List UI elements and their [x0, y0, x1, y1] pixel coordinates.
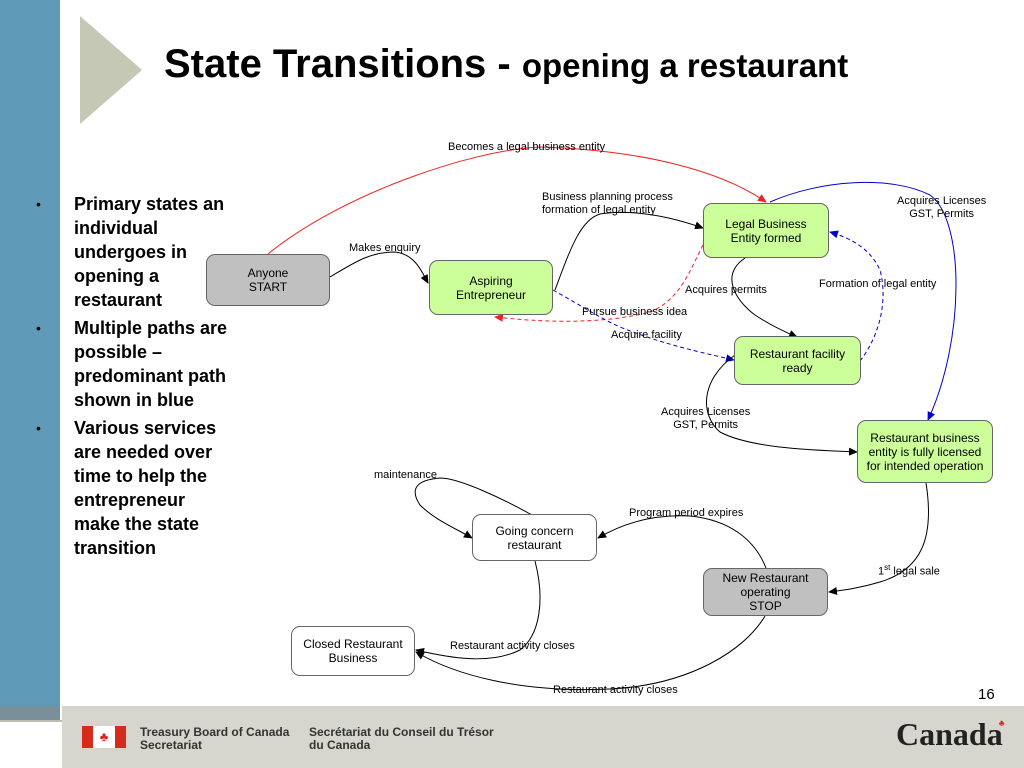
- label-pursue-idea: Pursue business idea: [582, 306, 688, 318]
- edge-program-expires: [597, 515, 767, 569]
- edge-formation-legal: [829, 230, 884, 362]
- edge-acquires-licenses-mid: [706, 354, 858, 456]
- label-business-planning: Business planning process formation of l…: [542, 191, 673, 216]
- edge-becomes-legal: [267, 146, 767, 255]
- edge-pursue-idea: [494, 244, 704, 322]
- bullet-item: • Various services are needed over time t…: [36, 416, 236, 560]
- canada-wordmark: Canada♣: [896, 716, 1005, 753]
- label-acquires-licenses-mid: Acquires Licenses GST, Permits: [661, 406, 751, 431]
- first-sale-superscript: st: [884, 563, 891, 572]
- treasury-board-english: Treasury Board of Canada Secretariat: [140, 725, 290, 752]
- state-closed-restaurant: Closed Restaurant Business: [291, 626, 415, 676]
- treasury-board-french: Secrétariat du Conseil du Trésor du Cana…: [309, 725, 494, 752]
- edge-acquires-licenses-top: [769, 181, 957, 421]
- label-acquires-licenses-top: Acquires Licenses GST, Permits: [897, 195, 987, 220]
- page-number: 16: [978, 686, 995, 703]
- edge-activity-closes-1: [415, 560, 541, 660]
- canada-wordmark-flag-icon: ♣: [998, 718, 1005, 728]
- maple-leaf-icon: ♣: [93, 726, 115, 748]
- bullet-glyph: •: [36, 420, 41, 436]
- label-first-legal-sale: 1st legal sale: [878, 548, 940, 579]
- first-sale-number: 1: [878, 565, 885, 578]
- edge-first-legal-sale: [828, 482, 929, 595]
- label-maintenance: maintenance: [374, 469, 437, 481]
- bullet-list: • Primary states an individual undergoes …: [36, 192, 236, 564]
- label-activity-closes-2: Restaurant activity closes: [553, 684, 678, 696]
- bullet-item: • Multiple paths are possible – predomina…: [36, 316, 236, 412]
- label-acquires-permits: Acquires permits: [685, 284, 767, 296]
- bullet-text: Multiple paths are possible – predominan…: [74, 318, 228, 410]
- edge-maintenance: [414, 477, 533, 539]
- edge-acquire-facility: [552, 289, 735, 363]
- bullet-text: Various services are needed over time to…: [74, 418, 217, 558]
- state-going-concern: Going concern restaurant: [472, 514, 597, 561]
- slide-title: State Transitions - opening a restaurant: [164, 42, 848, 87]
- label-becomes-legal: Becomes a legal business entity: [448, 141, 606, 153]
- label-makes-enquiry: Makes enquiry: [349, 242, 421, 254]
- chevron-arrow-icon: [80, 16, 142, 124]
- edge-makes-enquiry: [329, 251, 429, 284]
- bullet-item: • Primary states an individual undergoes …: [36, 192, 236, 312]
- footer-band: [62, 706, 1024, 768]
- edge-acquires-permits: [731, 257, 798, 338]
- canada-flag-icon: ♣: [82, 726, 126, 748]
- edge-business-planning: [554, 211, 704, 291]
- state-legal-business-entity: Legal Business Entity formed: [703, 203, 829, 258]
- canada-wordmark-text: Canada: [896, 716, 1003, 752]
- title-main: State Transitions -: [164, 42, 522, 86]
- edge-activity-closes-2: [415, 615, 766, 691]
- state-aspiring-entrepreneur: Aspiring Entrepreneur: [429, 260, 553, 315]
- state-fully-licensed: Restaurant business entity is fully lice…: [857, 420, 993, 483]
- label-program-expires: Program period expires: [629, 507, 744, 519]
- label-formation-legal: Formation of legal entity: [819, 278, 937, 290]
- bullet-text: Primary states an individual undergoes i…: [74, 194, 225, 310]
- state-anyone-start: Anyone START: [206, 254, 330, 306]
- label-acquire-facility: Acquire facility: [611, 329, 682, 341]
- left-accent-bar-edge: [0, 706, 60, 720]
- label-activity-closes-1: Restaurant activity closes: [450, 640, 575, 652]
- first-sale-text: legal sale: [890, 565, 940, 578]
- state-diagram: [267, 146, 957, 691]
- state-new-restaurant-operating: New Restaurant operating STOP: [703, 568, 828, 616]
- title-sub: opening a restaurant: [521, 47, 849, 84]
- bullet-glyph: •: [36, 196, 41, 212]
- bullet-glyph: •: [36, 320, 41, 336]
- state-restaurant-facility-ready: Restaurant facility ready: [734, 336, 861, 385]
- left-accent-bar: [0, 0, 60, 706]
